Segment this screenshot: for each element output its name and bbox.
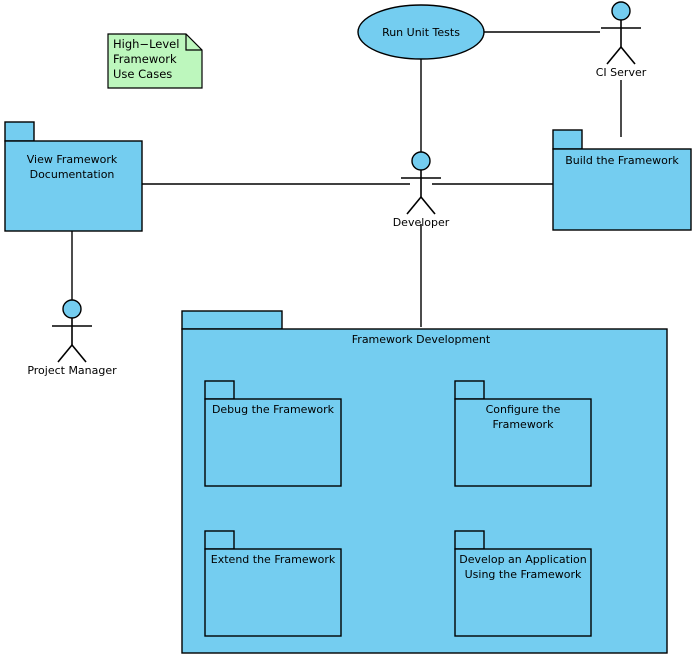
actor-leg-right-line [71, 344, 87, 363]
actor-leg-left-line [406, 196, 422, 215]
package-body[interactable] [4, 140, 143, 232]
package-label-line-2: Using the Framework [465, 568, 582, 581]
package-configure-the-framework[interactable]: Configure the Framework [454, 380, 592, 487]
package-label-line-1: Configure the [486, 403, 561, 416]
package-tab [552, 129, 583, 150]
package-label-line-2: Documentation [30, 168, 115, 181]
package-body[interactable] [204, 398, 342, 487]
package-tab [454, 380, 485, 400]
package-tab [454, 530, 485, 550]
actor-project-manager[interactable]: Project Manager [27, 299, 117, 377]
actor-leg-left-line [57, 344, 73, 363]
package-label-line-2: Framework [493, 418, 555, 431]
package-label-line-1: View Framework [27, 153, 118, 166]
actor-head-icon [611, 1, 631, 21]
association-lines [71, 31, 622, 327]
actor-label: Developer [393, 216, 450, 229]
package-tab [204, 380, 235, 400]
package-build-the-framework[interactable]: Build the Framework [552, 129, 692, 231]
package-tab [4, 121, 35, 142]
actor-label: CI Server [596, 66, 647, 79]
package-debug-the-framework[interactable]: Debug the Framework [204, 380, 342, 487]
use-case-ellipse[interactable] [357, 4, 485, 60]
note-line-2: Framework [113, 52, 177, 66]
package-tab [181, 310, 283, 330]
package-extend-the-framework[interactable]: Extend the Framework [204, 530, 342, 637]
package-tab [204, 530, 235, 550]
actor-leg-left-line [606, 46, 622, 65]
package-develop-an-application[interactable]: Develop an Application Using the Framewo… [454, 530, 592, 637]
actor-head-icon [411, 151, 431, 171]
actor-developer[interactable]: Developer [393, 151, 450, 229]
package-label-line-1: Debug the Framework [212, 403, 335, 416]
package-body[interactable] [552, 148, 692, 231]
high-level-note: High−Level Framework Use Cases [107, 33, 203, 89]
package-label-line-1: Extend the Framework [211, 553, 336, 566]
note-fold-icon [185, 34, 202, 51]
note-line-1: High−Level [113, 37, 179, 51]
package-label-line-1: Build the Framework [565, 154, 679, 167]
package-view-framework-documentation[interactable]: View Framework Documentation [4, 121, 143, 232]
use-case-label: Run Unit Tests [382, 26, 460, 39]
actor-ci-server[interactable]: CI Server [596, 1, 647, 79]
use-case-run-unit-tests[interactable]: Run Unit Tests [357, 4, 485, 60]
package-body[interactable] [454, 548, 592, 637]
note-line-3: Use Cases [113, 67, 172, 81]
note-body [107, 33, 203, 89]
actor-leg-right-line [620, 46, 636, 65]
package-label-line-1: Develop an Application [459, 553, 586, 566]
actor-head-icon [62, 299, 82, 319]
package-label-line-1: Framework Development [352, 333, 491, 346]
package-body[interactable] [454, 398, 592, 487]
actor-leg-right-line [420, 196, 436, 215]
package-body[interactable] [204, 548, 342, 637]
actor-label: Project Manager [27, 364, 117, 377]
